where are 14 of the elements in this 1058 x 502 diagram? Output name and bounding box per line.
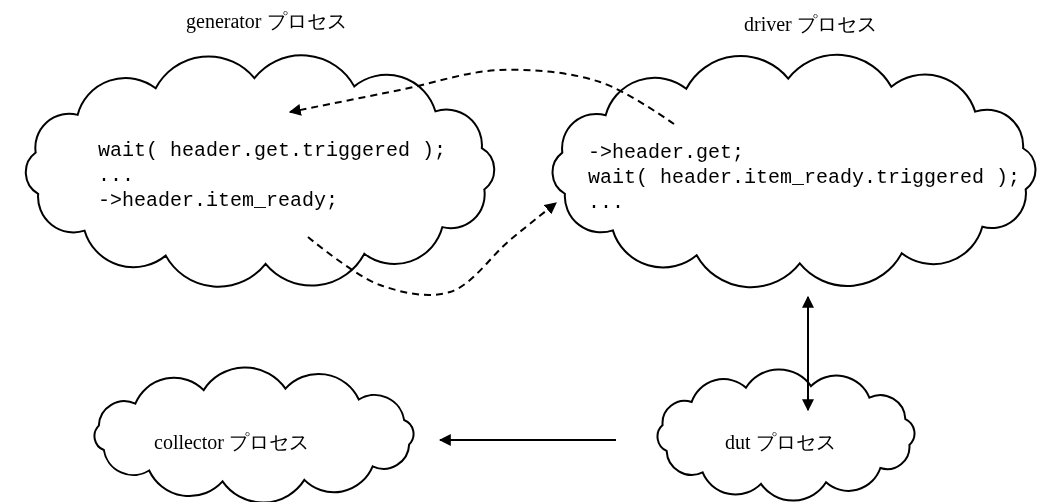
arrow [802, 295, 814, 412]
code-line: ->header.item_ready; [98, 191, 339, 211]
process-title: driver プロセス [744, 14, 877, 34]
process-title: dut プロセス [725, 432, 836, 452]
code-line: ->header.get; [588, 143, 745, 163]
arrow [438, 434, 617, 446]
code-line: wait( header.get.triggered ); [98, 141, 447, 161]
code-line: ... [588, 193, 624, 213]
dashed-arrow [307, 202, 557, 296]
code-line: ... [98, 166, 134, 186]
process-title: generator プロセス [186, 11, 347, 31]
process-title: collector プロセス [154, 432, 309, 452]
code-line: wait( header.item_ready.triggered ); [588, 168, 1021, 188]
dashed-arrow [288, 68, 675, 125]
